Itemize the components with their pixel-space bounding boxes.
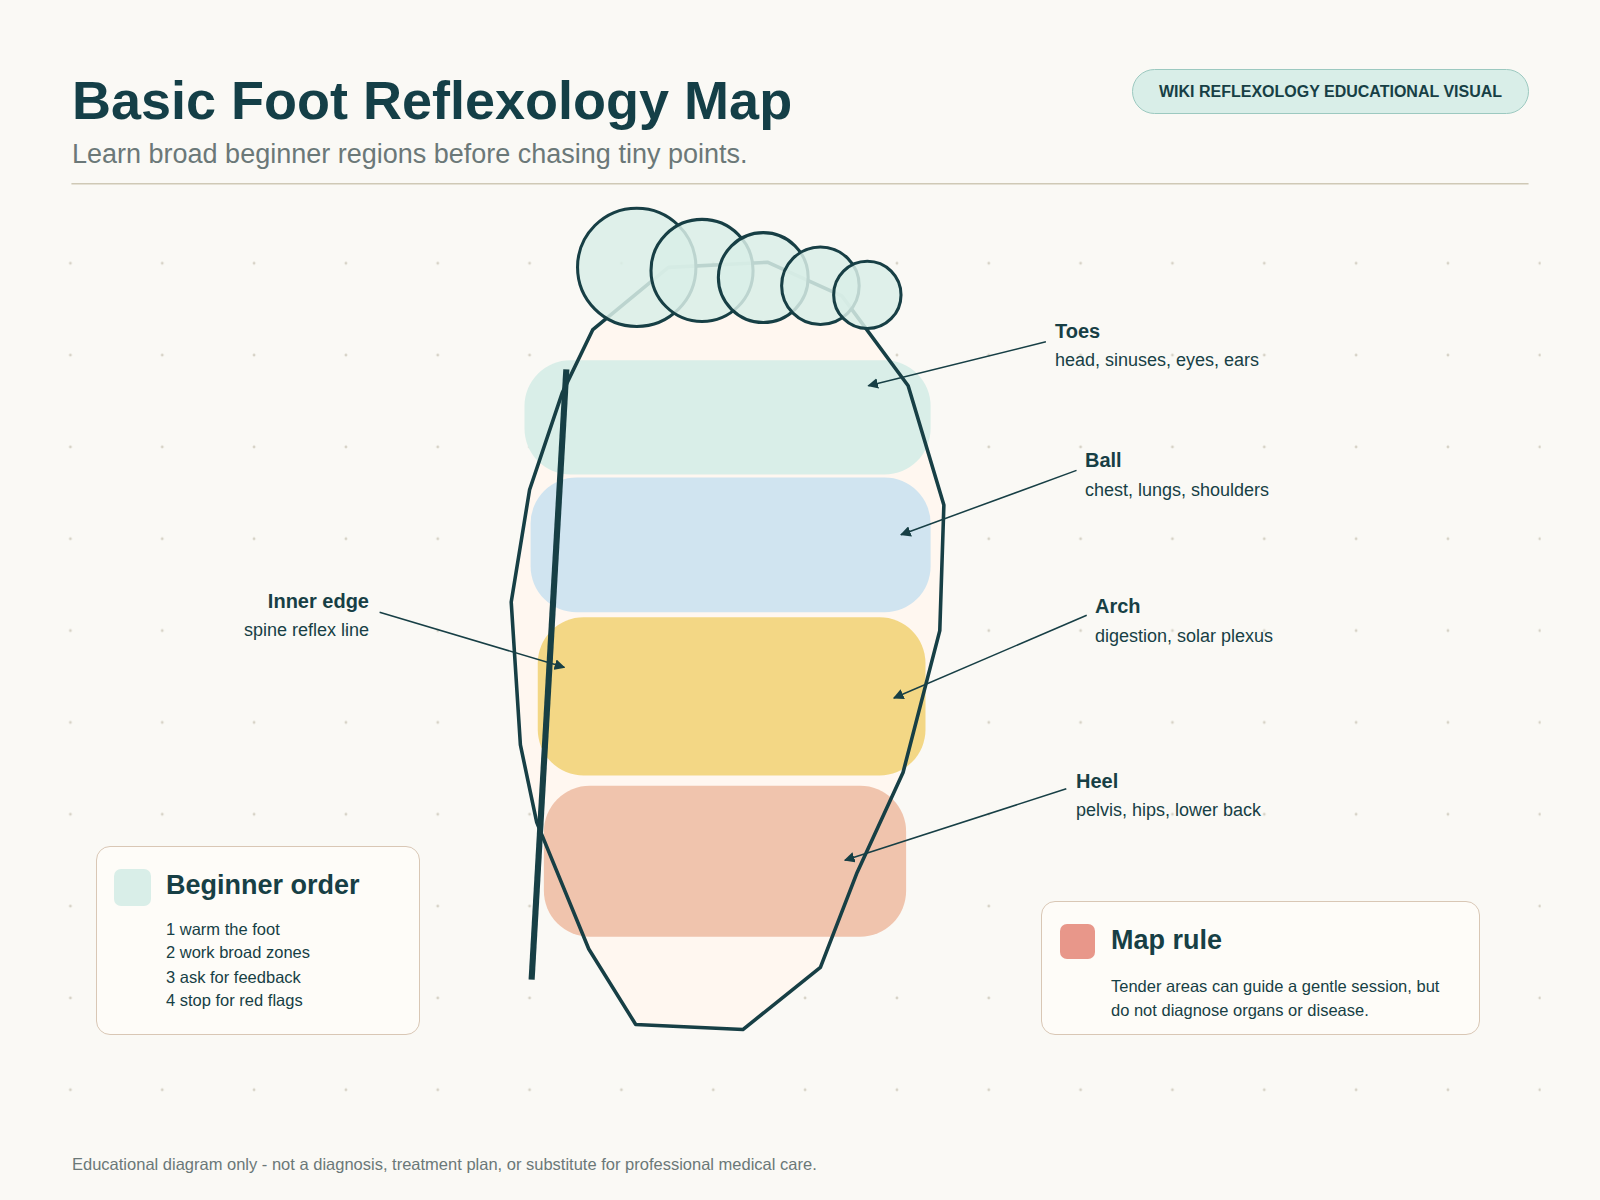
zone-name: Inner edge xyxy=(268,590,369,613)
zone-detail: pelvis, hips, lower back xyxy=(1076,800,1261,821)
step-item: 2 work broad zones xyxy=(166,943,310,962)
zone-name: Heel xyxy=(1076,770,1118,793)
zone-name: Toes xyxy=(1055,320,1100,343)
zone-detail: head, sinuses, eyes, ears xyxy=(1055,350,1259,371)
badge-text: WIKI REFLEXOLOGY EDUCATIONAL VISUAL xyxy=(1159,83,1502,101)
subtitle: Learn broad beginner regions before chas… xyxy=(72,139,747,170)
toes-band xyxy=(524,360,930,474)
rule-text: Tender areas can guide a gentle session,… xyxy=(1111,975,1456,1022)
foot-fill xyxy=(511,262,944,1029)
toe-circles xyxy=(578,208,901,328)
panel-swatch xyxy=(114,869,151,906)
section-heading: Beginner order xyxy=(166,870,360,901)
zone-detail: chest, lungs, shoulders xyxy=(1085,480,1269,501)
zone-detail: spine reflex line xyxy=(244,620,369,641)
panel-swatch xyxy=(1060,924,1095,959)
zone-name: Ball xyxy=(1085,449,1122,472)
ball-band xyxy=(531,478,931,613)
step-item: 4 stop for red flags xyxy=(166,991,303,1010)
spine-line xyxy=(532,369,567,979)
dot-grid xyxy=(61,194,1541,1112)
leader-lines xyxy=(380,342,1087,860)
zone-detail: digestion, solar plexus xyxy=(1095,626,1273,647)
info-panel: Map ruleTender areas can guide a gentle … xyxy=(1041,901,1480,1035)
page-title: Basic Foot Reflexology Map xyxy=(72,69,792,131)
footer-note: Educational diagram only - not a diagnos… xyxy=(72,1155,817,1174)
section-heading: Map rule xyxy=(1111,925,1222,956)
heel-band xyxy=(544,786,906,937)
badge-pill: WIKI REFLEXOLOGY EDUCATIONAL VISUAL xyxy=(1132,69,1529,114)
step-item: 3 ask for feedback xyxy=(166,968,301,987)
arch-band xyxy=(538,617,926,775)
title-rule xyxy=(71,183,1528,185)
foot-outline xyxy=(511,262,944,1029)
step-item: 1 warm the foot xyxy=(166,920,280,939)
info-panel: Beginner order 1 warm the foot 2 work broa… xyxy=(96,846,420,1035)
zone-name: Arch xyxy=(1095,595,1141,618)
